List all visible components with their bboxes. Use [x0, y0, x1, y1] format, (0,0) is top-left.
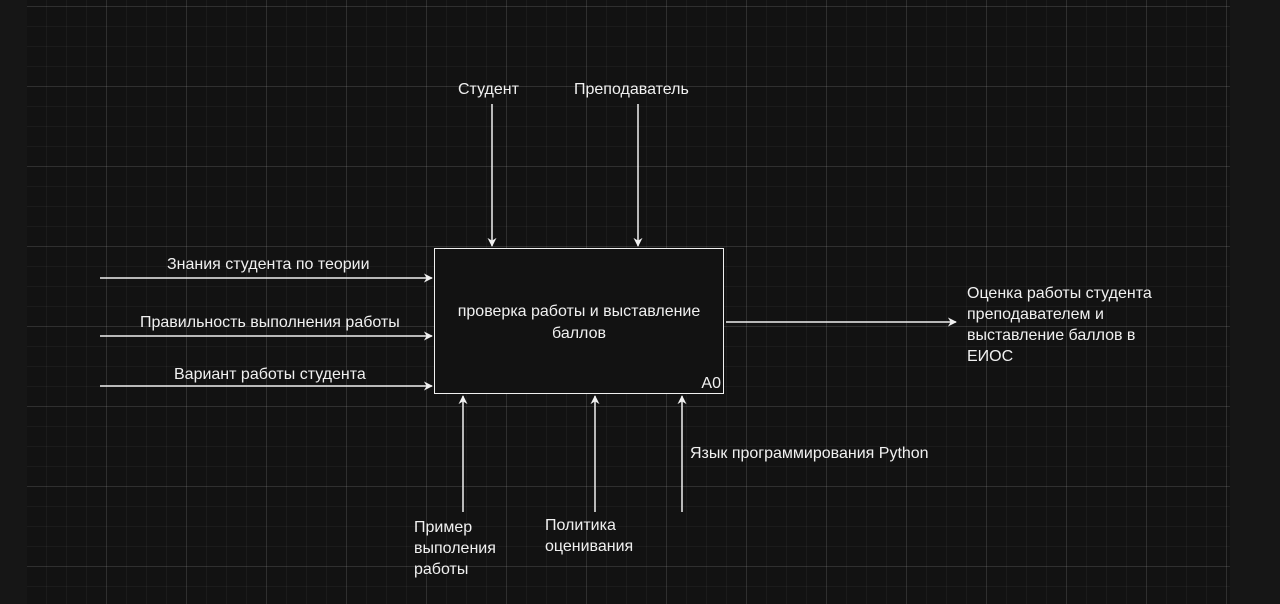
function-block-label: проверка работы и выставление баллов	[457, 303, 701, 342]
control-label-teacher: Преподаватель	[574, 81, 689, 98]
node-id-label: A0	[701, 375, 721, 392]
grid-background	[27, 0, 1230, 604]
output-label-grade: Оценка работы студента преподавателем и …	[967, 285, 1152, 365]
function-block[interactable]: проверка работы и выставление баллов A0	[434, 248, 724, 394]
input-label-knowledge: Знания студента по теории	[167, 256, 370, 273]
input-label-correctness: Правильность выполнения работы	[140, 314, 400, 331]
right-margin	[1230, 0, 1280, 604]
mechanism-label-python: Язык программирования Python	[690, 445, 929, 462]
mechanism-label-policy: Политика оценивания	[545, 517, 634, 555]
input-label-variant: Вариант работы студента	[174, 366, 366, 383]
control-label-student: Студент	[458, 81, 519, 98]
left-margin	[0, 0, 27, 604]
mechanism-label-example: Пример выполения работы	[414, 519, 496, 578]
